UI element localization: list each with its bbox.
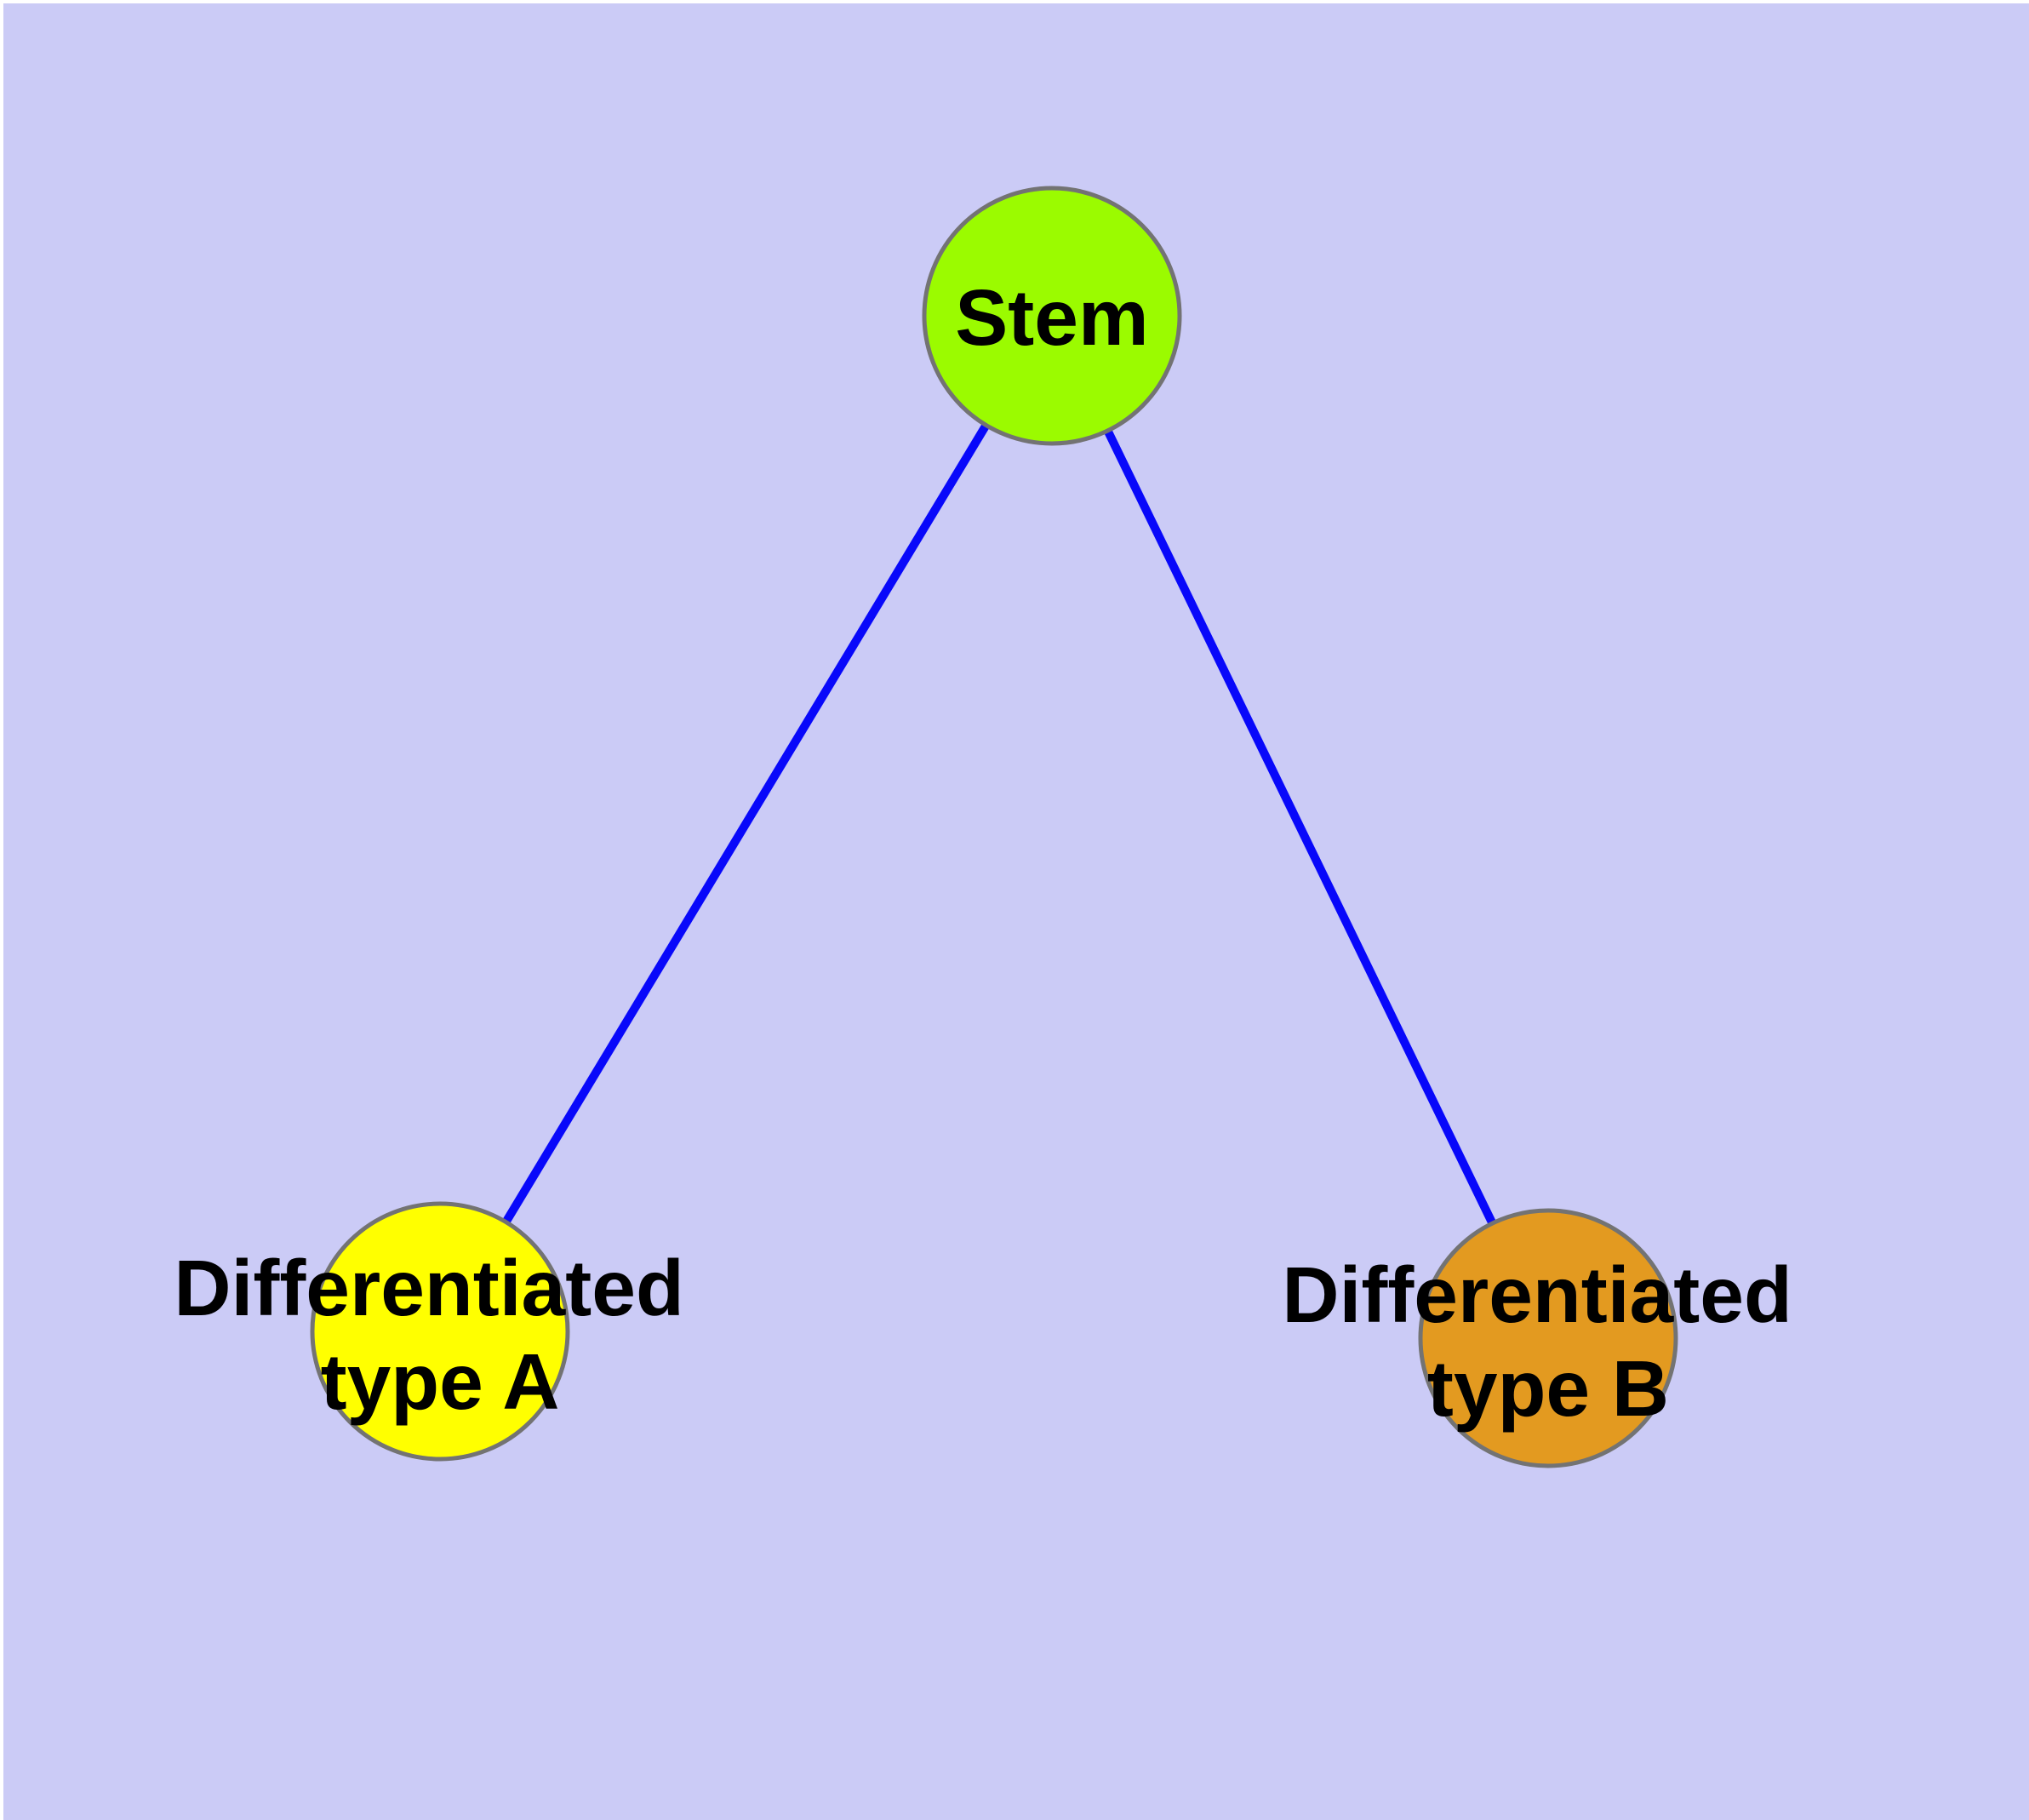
edge-stem-to-type-b [1048, 313, 1552, 1341]
node-differentiated-type-b-circle [1418, 1208, 1678, 1468]
node-differentiated-type-a-label-line1: Differentiated [174, 1244, 683, 1332]
node-stem-circle [922, 186, 1182, 446]
node-differentiated-type-b: Differentiated type B [1282, 1208, 1814, 1468]
node-differentiated-type-a-circle [310, 1201, 570, 1462]
node-stem-label: Stem [955, 273, 1148, 362]
node-differentiated-type-a: Differentiated type A [174, 1201, 706, 1462]
node-differentiated-type-a-label: Differentiated type A [174, 1244, 706, 1426]
node-differentiated-type-b-label-line2: type B [1427, 1344, 1669, 1433]
node-differentiated-type-b-label: Differentiated type B [1282, 1251, 1814, 1433]
node-differentiated-type-a-label-line2: type A [321, 1337, 560, 1426]
node-differentiated-type-b-label-line1: Differentiated [1282, 1251, 1792, 1339]
node-stem-label-line1: Stem [955, 273, 1148, 362]
edge-stem-to-type-a [436, 313, 1056, 1334]
node-stem: Stem [922, 186, 1182, 446]
